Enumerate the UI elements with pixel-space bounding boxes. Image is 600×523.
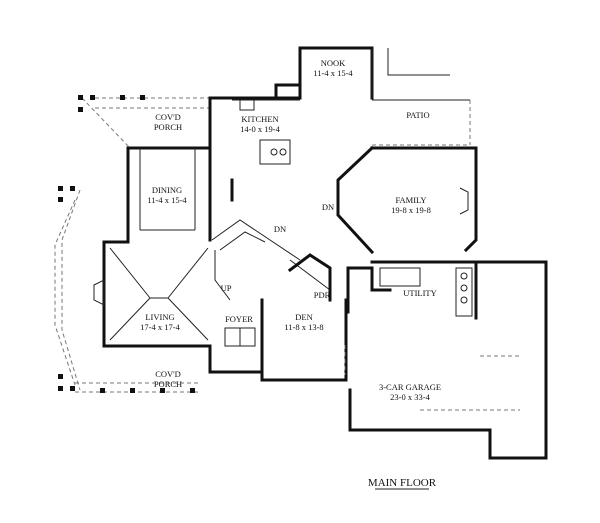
den-name: DEN xyxy=(295,312,312,322)
covered-porch-bottom xyxy=(75,382,200,393)
stair-dn-family: DN xyxy=(322,202,334,212)
patio-name: PATIO xyxy=(406,110,429,120)
covd-porch-top-line2: PORCH xyxy=(154,122,182,132)
utility-name: UTILITY xyxy=(403,288,437,298)
stair-labels: DN DN UP xyxy=(221,202,335,293)
room-den: DEN 11-8 x 13-8 xyxy=(284,312,323,332)
room-family: FAMILY 19-8 x 19-8 xyxy=(391,195,431,215)
wrap-porch-left xyxy=(54,186,81,391)
room-patio: PATIO xyxy=(406,110,429,120)
nook-dims: 11-4 x 15-4 xyxy=(313,68,353,78)
living-name: LIVING xyxy=(145,312,174,322)
family-dims: 19-8 x 19-8 xyxy=(391,205,431,215)
dining-name: DINING xyxy=(152,185,182,195)
room-foyer: FOYER xyxy=(225,314,253,324)
room-nook: NOOK 11-4 x 15-4 xyxy=(313,58,353,78)
room-covd-porch-top: COV'D PORCH xyxy=(154,112,182,132)
room-living: LIVING 17-4 x 17-4 xyxy=(140,312,180,332)
interior-walls xyxy=(93,48,520,411)
nook-name: NOOK xyxy=(321,58,346,68)
stair-dn: DN xyxy=(274,224,286,234)
stair-up: UP xyxy=(221,283,232,293)
room-pdr: PDR xyxy=(314,290,331,300)
dining-dims: 11-4 x 15-4 xyxy=(147,195,187,205)
room-kitchen: KITCHEN 14-0 x 19-4 xyxy=(240,114,280,134)
plan-title: MAIN FLOOR xyxy=(368,477,437,489)
covd-porch-bottom-line2: PORCH xyxy=(154,379,182,389)
covd-porch-bottom-line1: COV'D xyxy=(155,369,181,379)
living-dims: 17-4 x 17-4 xyxy=(140,322,180,332)
covd-porch-top-line1: COV'D xyxy=(155,112,181,122)
garage-name: 3-CAR GARAGE xyxy=(379,382,441,392)
garage-dims: 23-0 x 33-4 xyxy=(390,392,430,402)
kitchen-dims: 14-0 x 19-4 xyxy=(240,124,280,134)
exterior-walls xyxy=(102,46,548,460)
family-name: FAMILY xyxy=(395,195,426,205)
room-covd-porch-bottom: COV'D PORCH xyxy=(154,369,182,389)
kitchen-name: KITCHEN xyxy=(241,114,278,124)
room-utility: UTILITY xyxy=(403,288,437,298)
covered-porch-top xyxy=(78,95,210,149)
foyer-name: FOYER xyxy=(225,314,253,324)
pdr-name: PDR xyxy=(314,290,331,300)
room-garage: 3-CAR GARAGE 23-0 x 33-4 xyxy=(379,382,441,402)
room-dining: DINING 11-4 x 15-4 xyxy=(147,185,187,205)
den-dims: 11-8 x 13-8 xyxy=(284,322,323,332)
